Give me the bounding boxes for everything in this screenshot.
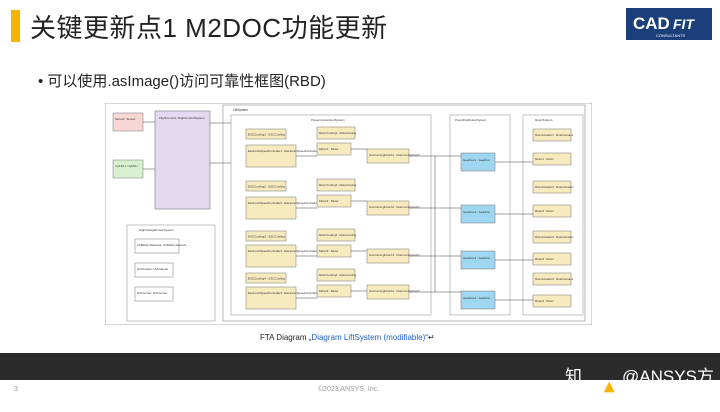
lift-system-label: LiftSystem bbox=[233, 108, 248, 112]
cadfit-logo: CAD FIT CONSULTANTS bbox=[626, 8, 712, 40]
bullet-text: • 可以使用.asImage()访问可靠性框图(RBD) bbox=[38, 73, 326, 90]
logo-text-cad: CAD bbox=[633, 14, 670, 33]
caption-suffix: “↵ bbox=[425, 333, 435, 342]
rotor-block-2 bbox=[532, 204, 572, 218]
hv-inverter-label: HVInverter: HVInverter bbox=[137, 291, 167, 295]
gearbox-label-4: Gearbox4 : Gearbox bbox=[463, 296, 491, 300]
motor-label-4: Motor4 : Motor bbox=[319, 289, 339, 293]
esc-label-2: ElectronicSpeedController2 : ElectronicS… bbox=[248, 201, 317, 205]
motor-label-2: Motor2 : Motor bbox=[319, 199, 339, 203]
ansys-logo-icon bbox=[603, 381, 615, 393]
motor-label-1: Motor1 : Motor bbox=[319, 147, 339, 151]
gearbox-label-2: Gearbox2 : Gearbox bbox=[463, 210, 491, 214]
motor-label-3: Motor3 : Motor bbox=[319, 249, 339, 253]
rotor-actuator-block-2 bbox=[532, 180, 572, 194]
hv-power-container bbox=[126, 224, 216, 322]
motorcooling-label-1: MotorCooling1 : MotorCooling bbox=[319, 131, 357, 135]
motorcooling-block-3 bbox=[316, 228, 356, 242]
logo-text-consultants: CONSULTANTS bbox=[656, 33, 686, 38]
clutch-label-3: OverrunningClutch3 : OverrunningClutch bbox=[369, 253, 420, 257]
power-conversion-label: PowerConversionSystem bbox=[311, 118, 345, 122]
caption-prefix: FTA Diagram „ bbox=[260, 333, 312, 342]
sensor-label: Sensor: Sensor bbox=[115, 117, 136, 121]
myfdit-label: myFDI-t: myFDI-t bbox=[115, 164, 138, 168]
motorcooling-block-4 bbox=[316, 268, 356, 282]
page-number: 3 bbox=[14, 386, 18, 393]
diagram-caption: FTA Diagram „Diagram LiftSystem (modifia… bbox=[260, 333, 435, 342]
footer-band bbox=[0, 353, 720, 380]
esc-label-1: ElectronicSpeedController1 : ElectronicS… bbox=[248, 149, 317, 153]
escooling-label-3: ESCCooling3 : ESCCooling bbox=[248, 235, 285, 239]
copyright-text: ©2023 ANSYS, Inc. bbox=[318, 386, 380, 393]
escooling-block-3 bbox=[245, 230, 287, 242]
escooling-block-4 bbox=[245, 272, 287, 284]
escooling-label-4: ESCCooling4 : ESCCooling bbox=[248, 277, 285, 281]
title-bar: 关键更新点1 M2DOC功能更新 CAD FIT CONSULTANTS bbox=[0, 0, 720, 52]
gearbox-block-2 bbox=[460, 204, 496, 224]
diagram-connectors bbox=[143, 121, 533, 301]
caption-diagram-link[interactable]: Diagram LiftSystem (modifiable) bbox=[311, 333, 426, 342]
hv-battery-label: HVBatteryNetwork1: HVBatteryNetwork bbox=[137, 243, 187, 247]
rotor-actuator-block-3 bbox=[532, 230, 572, 244]
flight-control-block bbox=[154, 110, 211, 210]
clutch-label-4: OverrunningClutch4 : OverrunningClutch bbox=[369, 289, 420, 293]
myfdit-block bbox=[112, 159, 144, 179]
power-distribution-label: PowerDistributionSystem bbox=[455, 118, 487, 122]
rotor-label-3: Rotor3 : Rotor bbox=[535, 257, 554, 261]
rotor-actuator-label-4: RotorActuator4 : RotorActuator bbox=[535, 277, 573, 281]
hv-power-label: HighVoltagePowerSystem bbox=[139, 228, 174, 232]
lift-system-container bbox=[222, 104, 586, 322]
motorcooling-label-4: MotorCooling4 : MotorCooling bbox=[319, 273, 357, 277]
hv-outputs-block bbox=[134, 262, 174, 278]
gearbox-block-3 bbox=[460, 250, 496, 270]
escooling-label-1: ESCCooling1 : ESCCooling bbox=[248, 133, 285, 137]
gearbox-label-1: Gearbox1 : Gearbox bbox=[463, 158, 491, 162]
rotor-block-1 bbox=[532, 152, 572, 166]
escooling-block-2 bbox=[245, 180, 287, 192]
motorcooling-label-3: MotorCooling3 : MotorCooling bbox=[319, 233, 357, 237]
title-accent-bar bbox=[11, 10, 20, 42]
rotor-actuator-block-1 bbox=[532, 128, 572, 142]
gearbox-label-3: Gearbox3 : Gearbox bbox=[463, 256, 491, 260]
motorcooling-block-2 bbox=[316, 178, 356, 192]
hv-battery-block bbox=[134, 238, 180, 254]
hv-inverter-block bbox=[134, 286, 174, 302]
esc-label-3: ElectronicSpeedController3 : ElectronicS… bbox=[248, 249, 317, 253]
motorcooling-block-1 bbox=[316, 126, 356, 140]
rotor-system-container bbox=[522, 114, 584, 316]
escooling-block-1 bbox=[245, 128, 287, 140]
rotor-actuator-label-2: RotorActuator2 : RotorActuator bbox=[535, 185, 573, 189]
power-distribution-container bbox=[449, 114, 511, 316]
logo-text-fit: FIT bbox=[673, 16, 695, 32]
rotor-label-2: Rotor2 : Rotor bbox=[535, 209, 554, 213]
esc-label-4: ElectronicSpeedController4 : ElectronicS… bbox=[248, 291, 317, 295]
slide-title: 关键更新点1 M2DOC功能更新 bbox=[30, 13, 388, 43]
flight-control-label: FlightControl: FlightControlSystem bbox=[159, 116, 205, 120]
gearbox-block-1 bbox=[460, 152, 496, 172]
rotor-actuator-block-4 bbox=[532, 272, 572, 286]
rotor-label-1: Rotor1 : Rotor bbox=[535, 157, 554, 161]
rotor-block-3 bbox=[532, 252, 572, 266]
clutch-label-2: OverrunningClutch2 : OverrunningClutch bbox=[369, 205, 420, 209]
rotor-label-4: Rotor4 : Rotor bbox=[535, 299, 554, 303]
motorcooling-label-2: MotorCooling2 : MotorCooling bbox=[319, 183, 357, 187]
rotor-actuator-label-1: RotorActuator1 : RotorActuator bbox=[535, 133, 573, 137]
rbd-diagram: Sensor: Sensor myFDI-t: myFDI-t FlightCo… bbox=[105, 103, 592, 325]
rotor-actuator-label-3: RotorActuator3 : RotorActuator bbox=[535, 235, 573, 239]
escooling-label-2: ESCCooling2 : ESCCooling bbox=[248, 185, 285, 189]
hv-outputs-label: HVOutputs: HVOutputs bbox=[137, 267, 169, 271]
clutch-label-1: OverrunningClutch1 : OverrunningClutch bbox=[369, 153, 420, 157]
rotor-block-4 bbox=[532, 294, 572, 308]
power-conversion-container bbox=[230, 114, 432, 316]
gearbox-block-4 bbox=[460, 290, 496, 310]
sensor-block bbox=[112, 112, 144, 132]
rotor-system-label: RotorSystem bbox=[535, 118, 553, 122]
